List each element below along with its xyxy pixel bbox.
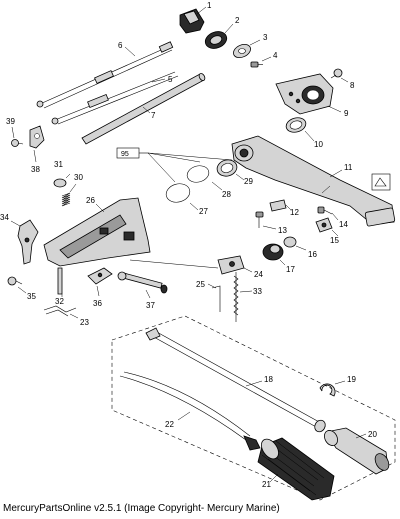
callout-12: 12 [290,208,299,217]
callout-5: 5 [168,75,173,84]
part-35-screw[interactable] [7,276,23,286]
part-5-shift-cable[interactable] [51,71,179,125]
callout-18: 18 [264,375,273,384]
part-39-screw[interactable] [11,139,24,147]
callout-11: 11 [344,163,353,172]
callout-35: 35 [27,292,36,301]
part-21-grip-sleeve[interactable] [257,436,335,501]
part-22-cable[interactable] [119,371,261,451]
part-2-gear-bushing[interactable] [203,29,229,52]
callout-8: 8 [350,81,355,90]
part-11-tiller-arm[interactable] [231,135,396,227]
part-25-link[interactable] [211,285,221,312]
part-13-screw[interactable] [255,211,264,228]
callout-38: 38 [31,165,40,174]
assembly-group-outline [111,315,396,501]
callout-25: 25 [196,280,205,289]
callout-39: 39 [6,117,15,126]
part-1-clamp[interactable] [179,8,205,34]
callout-26: 26 [86,196,95,205]
part-29-bushing[interactable] [215,158,238,179]
part-7-rod[interactable] [81,72,206,145]
callout-20: 20 [368,430,377,439]
callout-29: 29 [244,177,253,186]
part-10-ring[interactable] [285,116,308,135]
part-3-washer[interactable] [231,42,252,60]
copyright-footer: MercuryPartsOnline v2.5.1 (Image Copyrig… [3,503,280,514]
callout-13: 13 [278,226,287,235]
callout-15: 15 [330,236,339,245]
callout-22: 22 [165,420,174,429]
part-27-oring[interactable] [164,181,192,205]
callout-27: 27 [199,207,208,216]
part-12-washer[interactable] [269,199,287,212]
callout-16: 16 [308,250,317,259]
part-15-clip[interactable] [315,217,333,233]
callout-10: 10 [314,140,323,149]
part-32-pin[interactable] [57,267,63,295]
part-18-throttle-rod[interactable] [145,327,327,434]
callout-7: 7 [151,111,156,120]
part-16-knob[interactable] [283,236,297,248]
part-31-nut[interactable] [53,178,67,188]
callout-24: 24 [254,270,263,279]
callout-31: 31 [54,160,63,169]
callout-33: 33 [253,287,262,296]
callout-2: 2 [235,16,240,25]
part-38-bracket-clip[interactable] [29,125,45,149]
part-24-shift-rod[interactable] [129,255,245,275]
part-6-throttle-cable[interactable] [36,41,174,109]
part-95-decal[interactable] [116,147,233,183]
callout-30: 30 [74,173,83,182]
part-36-plate[interactable] [87,267,113,285]
callout-17: 17 [286,265,295,274]
callout-14: 14 [339,220,348,229]
part-8-bolt[interactable] [330,68,343,79]
callout-36: 36 [93,299,102,308]
part-28-oring[interactable] [185,163,210,184]
callout-37: 37 [146,301,155,310]
part-23-spring-clip[interactable] [43,305,77,317]
callout-1: 1 [207,1,212,10]
decal-95-label: 95 [121,151,129,158]
warning-decal [371,173,391,191]
callout-19: 19 [347,375,356,384]
part-14-bolt[interactable] [317,206,333,215]
callout-21: 21 [262,480,271,489]
callout-28: 28 [222,190,231,199]
part-19-clip[interactable] [319,383,336,397]
part-30-spring[interactable] [61,192,71,207]
callout-34: 34 [0,213,9,222]
part-4-screw[interactable] [250,61,263,68]
part-33-spring[interactable] [233,272,239,322]
callout-23: 23 [80,318,89,327]
part-34-lever[interactable] [17,219,39,265]
callout-32: 32 [55,297,64,306]
part-37-shaft[interactable] [117,271,168,294]
part-17-cap[interactable] [262,243,284,261]
part-9-cover[interactable] [275,73,334,115]
part-26-bracket[interactable] [43,197,151,267]
callout-3: 3 [263,33,268,42]
part-20-throttle-grip[interactable] [322,427,392,475]
callout-4: 4 [273,51,278,60]
callout-9: 9 [344,109,349,118]
callout-6: 6 [118,41,123,50]
